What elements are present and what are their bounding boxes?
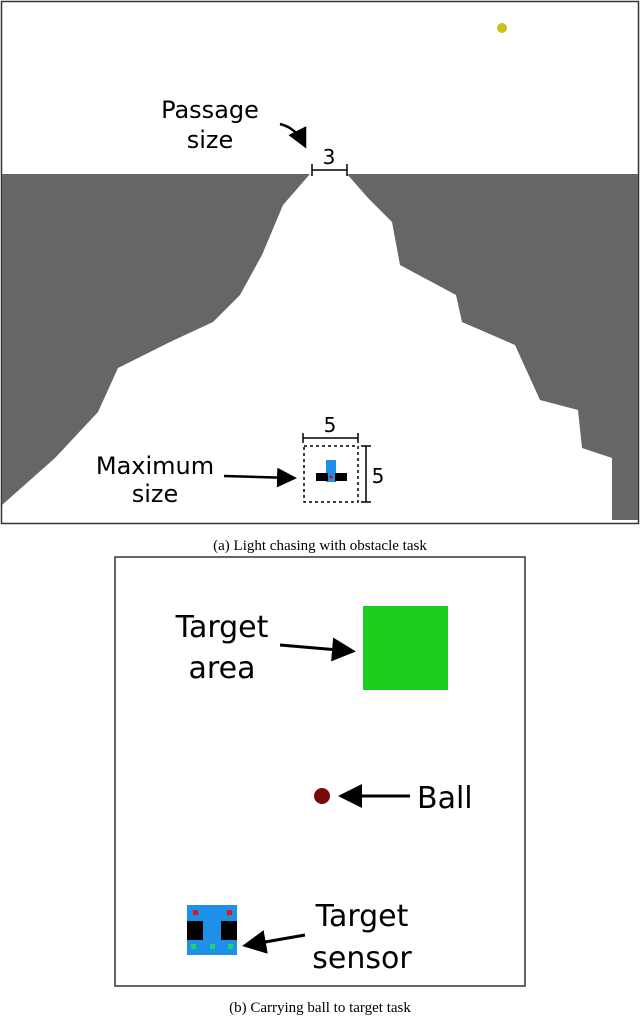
passage-value: 3 (323, 145, 336, 169)
robot-a-wheel-right (335, 473, 347, 481)
passage-dimension (311, 164, 348, 176)
light-source (497, 23, 507, 33)
robot-b-sensor-green-2 (210, 944, 215, 949)
robot-b-wheel-right (221, 921, 237, 940)
target-area-label-line2: area (189, 651, 256, 686)
max-size-label-line2: size (132, 480, 179, 508)
panel-b-arena-border (114, 556, 526, 987)
passage-label-line1: Passage (161, 96, 259, 124)
robot-a-sensor (329, 475, 333, 479)
robot-b-sensor-red-left (193, 910, 198, 915)
target-area-label-line1: Target (175, 610, 269, 645)
target-area-arrow (279, 637, 356, 662)
robot-b-sensor-red-right (227, 910, 232, 915)
max-width-value: 5 (324, 413, 337, 437)
max-size-label-line1: Maximum (96, 452, 214, 480)
passage-arrow (279, 122, 307, 149)
ball-label: Ball (417, 781, 473, 816)
robot-b-wheel-left (187, 921, 203, 940)
ball (314, 788, 330, 804)
target-area (363, 606, 448, 690)
caption-b: (b) Carrying ball to target task (229, 1000, 411, 1016)
robot-b (187, 905, 237, 955)
robot-a-wheel-left (316, 473, 328, 481)
target-sensor-arrow (242, 930, 306, 954)
caption-a: (a) Light chasing with obstacle task (213, 538, 427, 554)
height-dimension (361, 445, 371, 503)
max-size-box (303, 445, 359, 503)
obstacle-region (2, 174, 638, 520)
max-size-arrow (223, 467, 297, 488)
max-height-value: 5 (372, 464, 385, 488)
panel-a: Passage size 3 Maximum size 5 5 (0, 0, 640, 554)
robot-a-body (326, 460, 336, 482)
robot-b-sensor-green-1 (191, 944, 196, 949)
target-sensor-label-line2: sensor (312, 941, 412, 976)
width-dimension (302, 433, 359, 443)
robot-b-sensor-green-3 (228, 944, 233, 949)
robot-a (316, 460, 347, 482)
panel-b: Target area Ball Target sensor (b) Carry… (114, 556, 526, 1016)
passage-label-line2: size (187, 126, 234, 154)
target-sensor-label-line1: Target (315, 899, 409, 934)
